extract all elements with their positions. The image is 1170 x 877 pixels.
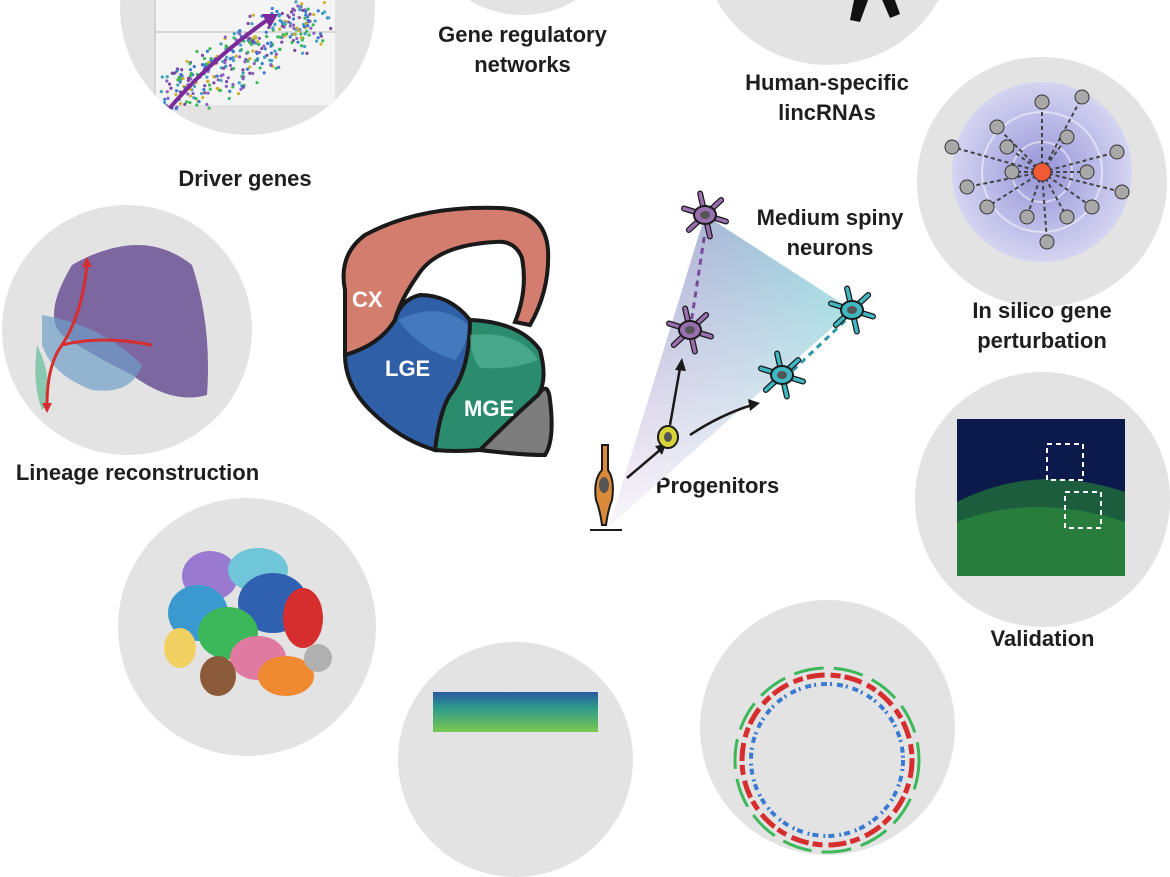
caudal-region	[475, 386, 554, 458]
radial-glia-cell	[590, 444, 622, 531]
lineage-label: Lineage reconstruction	[15, 460, 260, 485]
clusters-panel	[118, 498, 376, 756]
intermediate-progenitor	[657, 425, 679, 449]
driver-genes-scatter	[154, 0, 335, 112]
lineage-panel	[2, 205, 252, 455]
driver-genes-panel	[120, 0, 375, 135]
driver-genes-label: Driver genes	[178, 166, 312, 191]
central-diagram	[341, 190, 877, 531]
network-diagram	[944, 82, 1132, 262]
human-figure-icon	[850, 0, 900, 22]
cx-label: CX	[352, 287, 383, 312]
lge-label: LGE	[385, 356, 431, 381]
in-silico-panel	[917, 57, 1167, 307]
validation-label: Validation	[990, 626, 1095, 651]
validation-panel	[915, 372, 1170, 627]
mge-label: MGE	[464, 396, 515, 421]
progenitors-label: Progenitors	[655, 473, 780, 498]
cluster-umap	[164, 548, 332, 696]
human-lincrna-panel	[700, 0, 955, 65]
lineage-umap	[35, 245, 208, 413]
validation-image	[957, 419, 1125, 576]
